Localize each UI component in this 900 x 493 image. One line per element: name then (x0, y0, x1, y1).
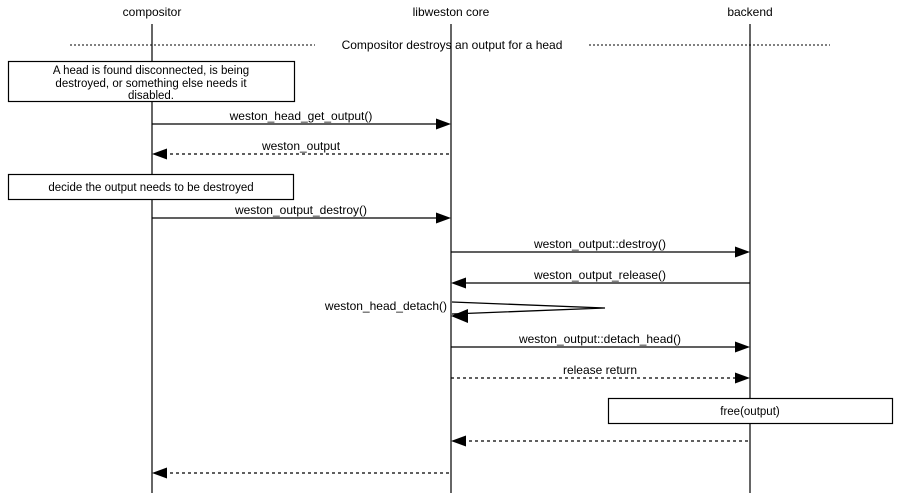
arrowhead-right-icon (436, 212, 451, 224)
note-free-output-box (607, 397, 894, 425)
note-decide-destroy-box (7, 173, 295, 201)
message-weston-output-destroy[interactable]: weston_output_destroy() (152, 203, 451, 224)
actor-label-libweston-core: libweston core (413, 5, 490, 19)
arrowhead-left-icon (451, 309, 468, 323)
message-label-release-return: release return (563, 363, 637, 377)
message-weston-head-get-output[interactable]: weston_head_get_output() (152, 109, 451, 130)
actor-header-libweston-core[interactable]: libweston core (413, 5, 490, 19)
message-backend-return[interactable] (451, 435, 750, 447)
message-weston-output-destroy-vfunc[interactable]: weston_output::destroy() (451, 237, 750, 258)
arrowhead-left-icon (451, 435, 466, 447)
message-label-weston-output-destroy: weston_output_destroy() (234, 203, 367, 217)
note-head-disconnected-line-3: disabled. (128, 90, 174, 102)
message-label-weston-head-detach: weston_head_detach() (324, 299, 447, 313)
message-label-weston-head-get-output: weston_head_get_output() (229, 109, 373, 123)
message-label-weston-output-destroy-vfunc: weston_output::destroy() (533, 237, 666, 251)
arrowhead-right-icon (735, 372, 750, 384)
message-weston-output-detach-head[interactable]: weston_output::detach_head() (451, 332, 750, 353)
note-free-output: free(output) (607, 397, 894, 425)
diagram-title-separator: Compositor destroys an output for a head (70, 38, 830, 52)
note-free-output-line-1: free(output) (720, 406, 780, 418)
note-head-disconnected-line-1: A head is found disconnected, is being (53, 65, 249, 77)
message-label-weston-output-release: weston_output_release() (533, 268, 666, 282)
message-core-return[interactable] (152, 467, 451, 479)
actor-header-compositor[interactable]: compositor (123, 5, 182, 19)
note-decide-destroy: decide the output needs to be destroyed (7, 173, 295, 201)
note-head-disconnected-line-2: destroyed, or something else needs it (55, 78, 247, 90)
arrowhead-right-icon (735, 246, 750, 258)
note-head-disconnected: A head is found disconnected, is being d… (7, 60, 296, 103)
arrowhead-left-icon (152, 467, 167, 479)
message-label-weston-output-return: weston_output (261, 139, 341, 153)
actor-label-backend: backend (727, 5, 772, 19)
arrowhead-left-icon (451, 277, 466, 289)
actor-label-compositor: compositor (123, 5, 182, 19)
arrowhead-right-icon (735, 341, 750, 353)
message-weston-output-return[interactable]: weston_output (152, 139, 451, 160)
message-release-return[interactable]: release return (451, 363, 750, 384)
actor-header-backend[interactable]: backend (727, 5, 772, 19)
message-label-weston-output-detach-head: weston_output::detach_head() (518, 332, 681, 346)
note-decide-destroy-line-1: decide the output needs to be destroyed (48, 182, 253, 194)
diagram-title: Compositor destroys an output for a head (342, 38, 563, 52)
self-call-loop-weston-head-detach (451, 301, 606, 315)
note-head-disconnected-box (7, 60, 296, 103)
message-weston-head-detach-self[interactable]: weston_head_detach() (324, 299, 606, 323)
arrowhead-left-icon (152, 148, 167, 160)
message-weston-output-release[interactable]: weston_output_release() (451, 268, 750, 289)
arrowhead-right-icon (436, 118, 451, 130)
